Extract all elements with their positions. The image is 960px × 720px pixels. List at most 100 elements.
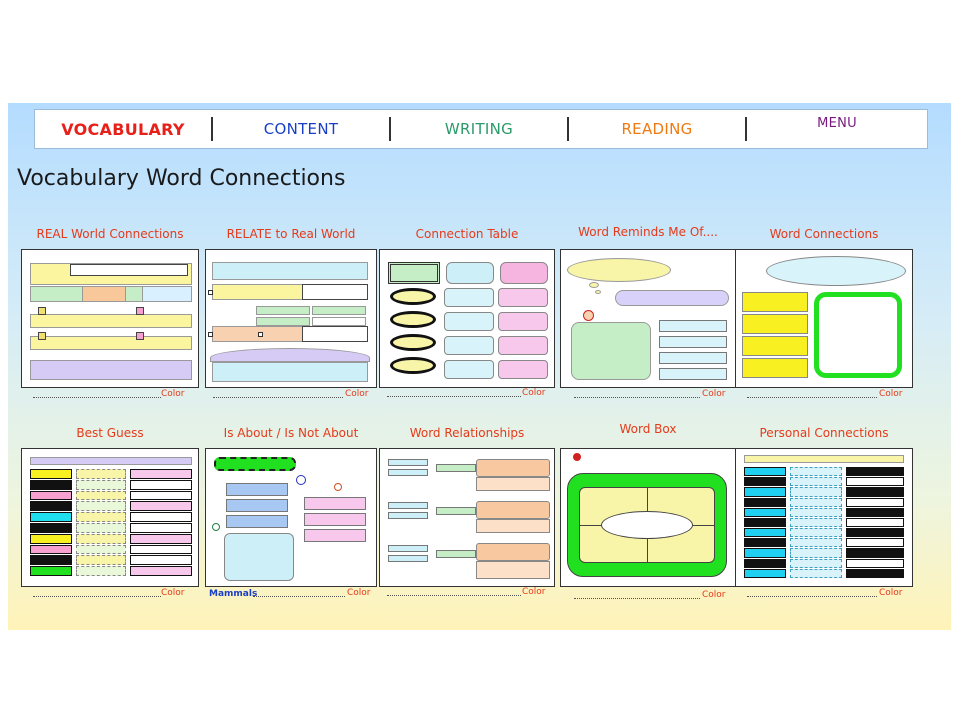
- content-panel: VOCABULARY CONTENT WRITING READING MENU …: [8, 103, 951, 630]
- organizer-thumbnail: [379, 448, 555, 587]
- shape: [226, 499, 288, 512]
- shape: [388, 459, 428, 466]
- card-word-connections[interactable]: Word Connections Color: [735, 227, 913, 404]
- shape: [388, 502, 428, 509]
- footer-label: Color: [161, 588, 185, 598]
- shape: [302, 284, 368, 300]
- shape: [790, 538, 842, 548]
- shape: [846, 467, 904, 477]
- card-relate-to-real-world[interactable]: RELATE to Real World Color: [205, 227, 377, 404]
- shape: [214, 457, 296, 471]
- organizer-thumbnail: [21, 249, 199, 388]
- tab-writing[interactable]: WRITING: [444, 120, 514, 138]
- shape: [390, 357, 436, 374]
- shape: [476, 519, 550, 533]
- shape: [744, 477, 786, 487]
- shape: [846, 487, 904, 497]
- shape: [744, 507, 786, 517]
- shape: [790, 528, 842, 538]
- card-title: Word Connections: [769, 227, 879, 241]
- organizer-thumbnail: [21, 448, 199, 587]
- shape: [567, 258, 671, 282]
- shape: [76, 544, 126, 555]
- shape: [846, 528, 904, 538]
- card-title: RELATE to Real World: [226, 227, 356, 241]
- organizer-thumbnail: [379, 249, 555, 388]
- shape: [76, 490, 126, 501]
- shape: [436, 550, 476, 558]
- card-personal-connections[interactable]: Personal Connections Color: [735, 426, 913, 603]
- shape: [498, 312, 548, 331]
- shape: [846, 507, 904, 517]
- footer-line: [574, 598, 700, 599]
- card-title: Is About / Is Not About: [223, 426, 359, 440]
- shape: [476, 561, 550, 579]
- footer-label: Color: [702, 389, 726, 399]
- footer-label: Color: [522, 388, 546, 398]
- shape: [790, 487, 842, 497]
- card-title: Personal Connections: [759, 426, 889, 440]
- card-word-relationships[interactable]: Word Relationships Color: [379, 426, 555, 603]
- shape: [659, 336, 727, 348]
- card-connection-table[interactable]: Connection Table Color: [379, 227, 555, 404]
- shape: [766, 256, 906, 286]
- card-title: Connection Table: [415, 227, 519, 241]
- shape: [744, 558, 786, 568]
- shape: [30, 501, 72, 512]
- organizer-thumbnail: [560, 448, 736, 587]
- card-title: Word Relationships: [409, 426, 525, 440]
- figure-icon: [296, 475, 306, 485]
- shape: [846, 558, 904, 568]
- shape: [744, 568, 786, 578]
- shape: [130, 555, 192, 566]
- shape: [30, 360, 192, 380]
- shape: [444, 360, 494, 379]
- shape: [226, 515, 288, 528]
- shape: [30, 533, 72, 544]
- shape: [571, 322, 651, 380]
- shape: [589, 282, 599, 288]
- footer-label: Color: [879, 389, 903, 399]
- shape: [130, 566, 192, 576]
- tab-content[interactable]: CONTENT: [263, 120, 339, 138]
- card-word-reminds-me-of[interactable]: Word Reminds Me Of.... Color: [560, 225, 736, 404]
- shape: [30, 469, 72, 479]
- footer-line: [253, 596, 345, 597]
- card-real-world-connections[interactable]: REAL World Connections Color: [21, 227, 199, 404]
- card-is-about[interactable]: Is About / Is Not About Mammals Color: [205, 426, 377, 603]
- shape: [390, 334, 436, 351]
- shape: [302, 326, 368, 342]
- shape: [30, 457, 192, 465]
- shape: [388, 512, 428, 519]
- shape: [304, 497, 366, 510]
- shape: [595, 290, 601, 294]
- figure-icon: [212, 523, 220, 531]
- shape: [388, 545, 428, 552]
- shape: [30, 469, 192, 577]
- footer-line: [574, 397, 700, 398]
- tab-reading[interactable]: READING: [621, 120, 693, 138]
- shape: [744, 517, 786, 528]
- card-word-box[interactable]: Word Box Color: [560, 422, 736, 603]
- footer-label: Color: [161, 389, 185, 399]
- nav-bar: VOCABULARY CONTENT WRITING READING MENU: [34, 109, 928, 149]
- shape: [130, 533, 192, 544]
- tab-vocabulary[interactable]: VOCABULARY: [61, 119, 185, 139]
- card-best-guess[interactable]: Best Guess Color: [21, 426, 199, 603]
- shape: [76, 512, 126, 522]
- shape: [76, 523, 126, 533]
- shape: [498, 336, 548, 355]
- shape: [76, 501, 126, 512]
- shape: [790, 548, 842, 558]
- card-title: Best Guess: [76, 426, 144, 440]
- shape: [498, 288, 548, 307]
- shape: [224, 533, 294, 581]
- footer-line: [747, 596, 877, 597]
- footer-line: [33, 596, 161, 597]
- shape: [30, 544, 72, 555]
- tab-menu[interactable]: MENU: [817, 116, 857, 131]
- footer-label: Color: [702, 590, 726, 600]
- shape: [790, 507, 842, 517]
- shape: [130, 501, 192, 512]
- shape: [846, 548, 904, 558]
